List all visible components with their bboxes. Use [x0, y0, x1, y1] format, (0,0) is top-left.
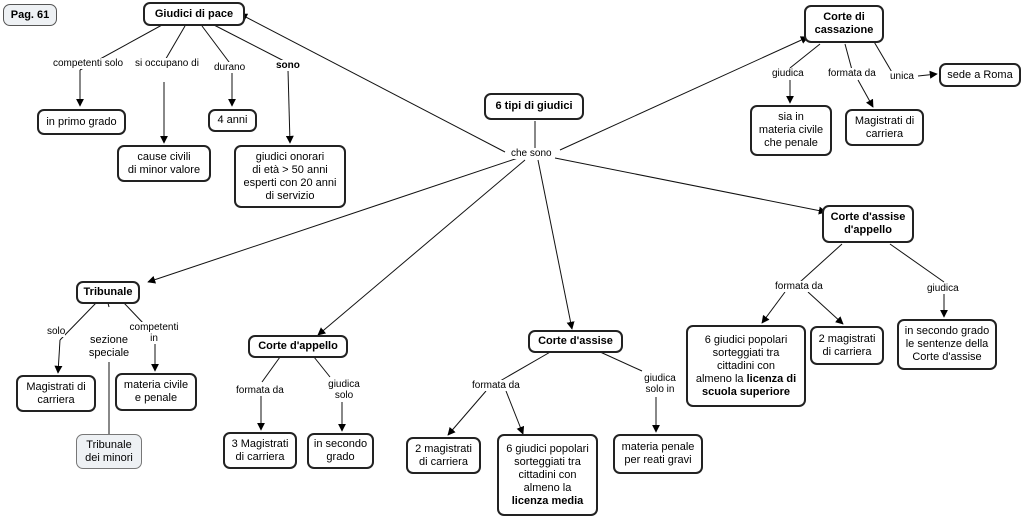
- link-giudica: giudica: [772, 68, 804, 79]
- link-formata-da-assise: formata da: [472, 380, 520, 391]
- link-si-occupano-di: si occupano di: [135, 58, 199, 69]
- link-giudica-assise-appello: giudica: [927, 283, 959, 294]
- tribunale-node[interactable]: Tribunale: [76, 281, 140, 304]
- link-competenti-solo: competenti solo: [53, 58, 124, 69]
- quattro-anni-node[interactable]: 4 anni: [208, 109, 257, 132]
- link-formata-da-appello: formata da: [236, 385, 284, 396]
- link-competenti-in: competenti in: [128, 322, 180, 344]
- link-formata-da-assise-appello: formata da: [775, 281, 823, 292]
- link-formata-da: formata da: [828, 68, 876, 79]
- root-node[interactable]: 6 tipi di giudici: [484, 93, 584, 120]
- page-number-badge: Pag. 61: [3, 4, 57, 26]
- link-solo-tribunale: solo: [47, 326, 66, 337]
- corte-assise-node[interactable]: Corte d'assise: [528, 330, 623, 353]
- link-sono: sono: [276, 60, 300, 71]
- link-giudica-solo: giudica solo: [324, 379, 364, 401]
- giudici-di-pace-node[interactable]: Giudici di pace: [143, 2, 245, 26]
- sede-a-roma-node[interactable]: sede a Roma: [939, 63, 1021, 87]
- link-durano: durano: [214, 62, 246, 73]
- in-primo-grado-node[interactable]: in primo grado: [37, 109, 126, 135]
- corte-appello-node[interactable]: Corte d'appello: [248, 335, 348, 358]
- link-giudica-solo-in: giudica solo in: [640, 373, 680, 395]
- link-sezione-speciale: sezione speciale: [86, 334, 132, 360]
- root-link-label: che sono: [511, 148, 552, 159]
- link-unica: unica: [890, 71, 914, 82]
